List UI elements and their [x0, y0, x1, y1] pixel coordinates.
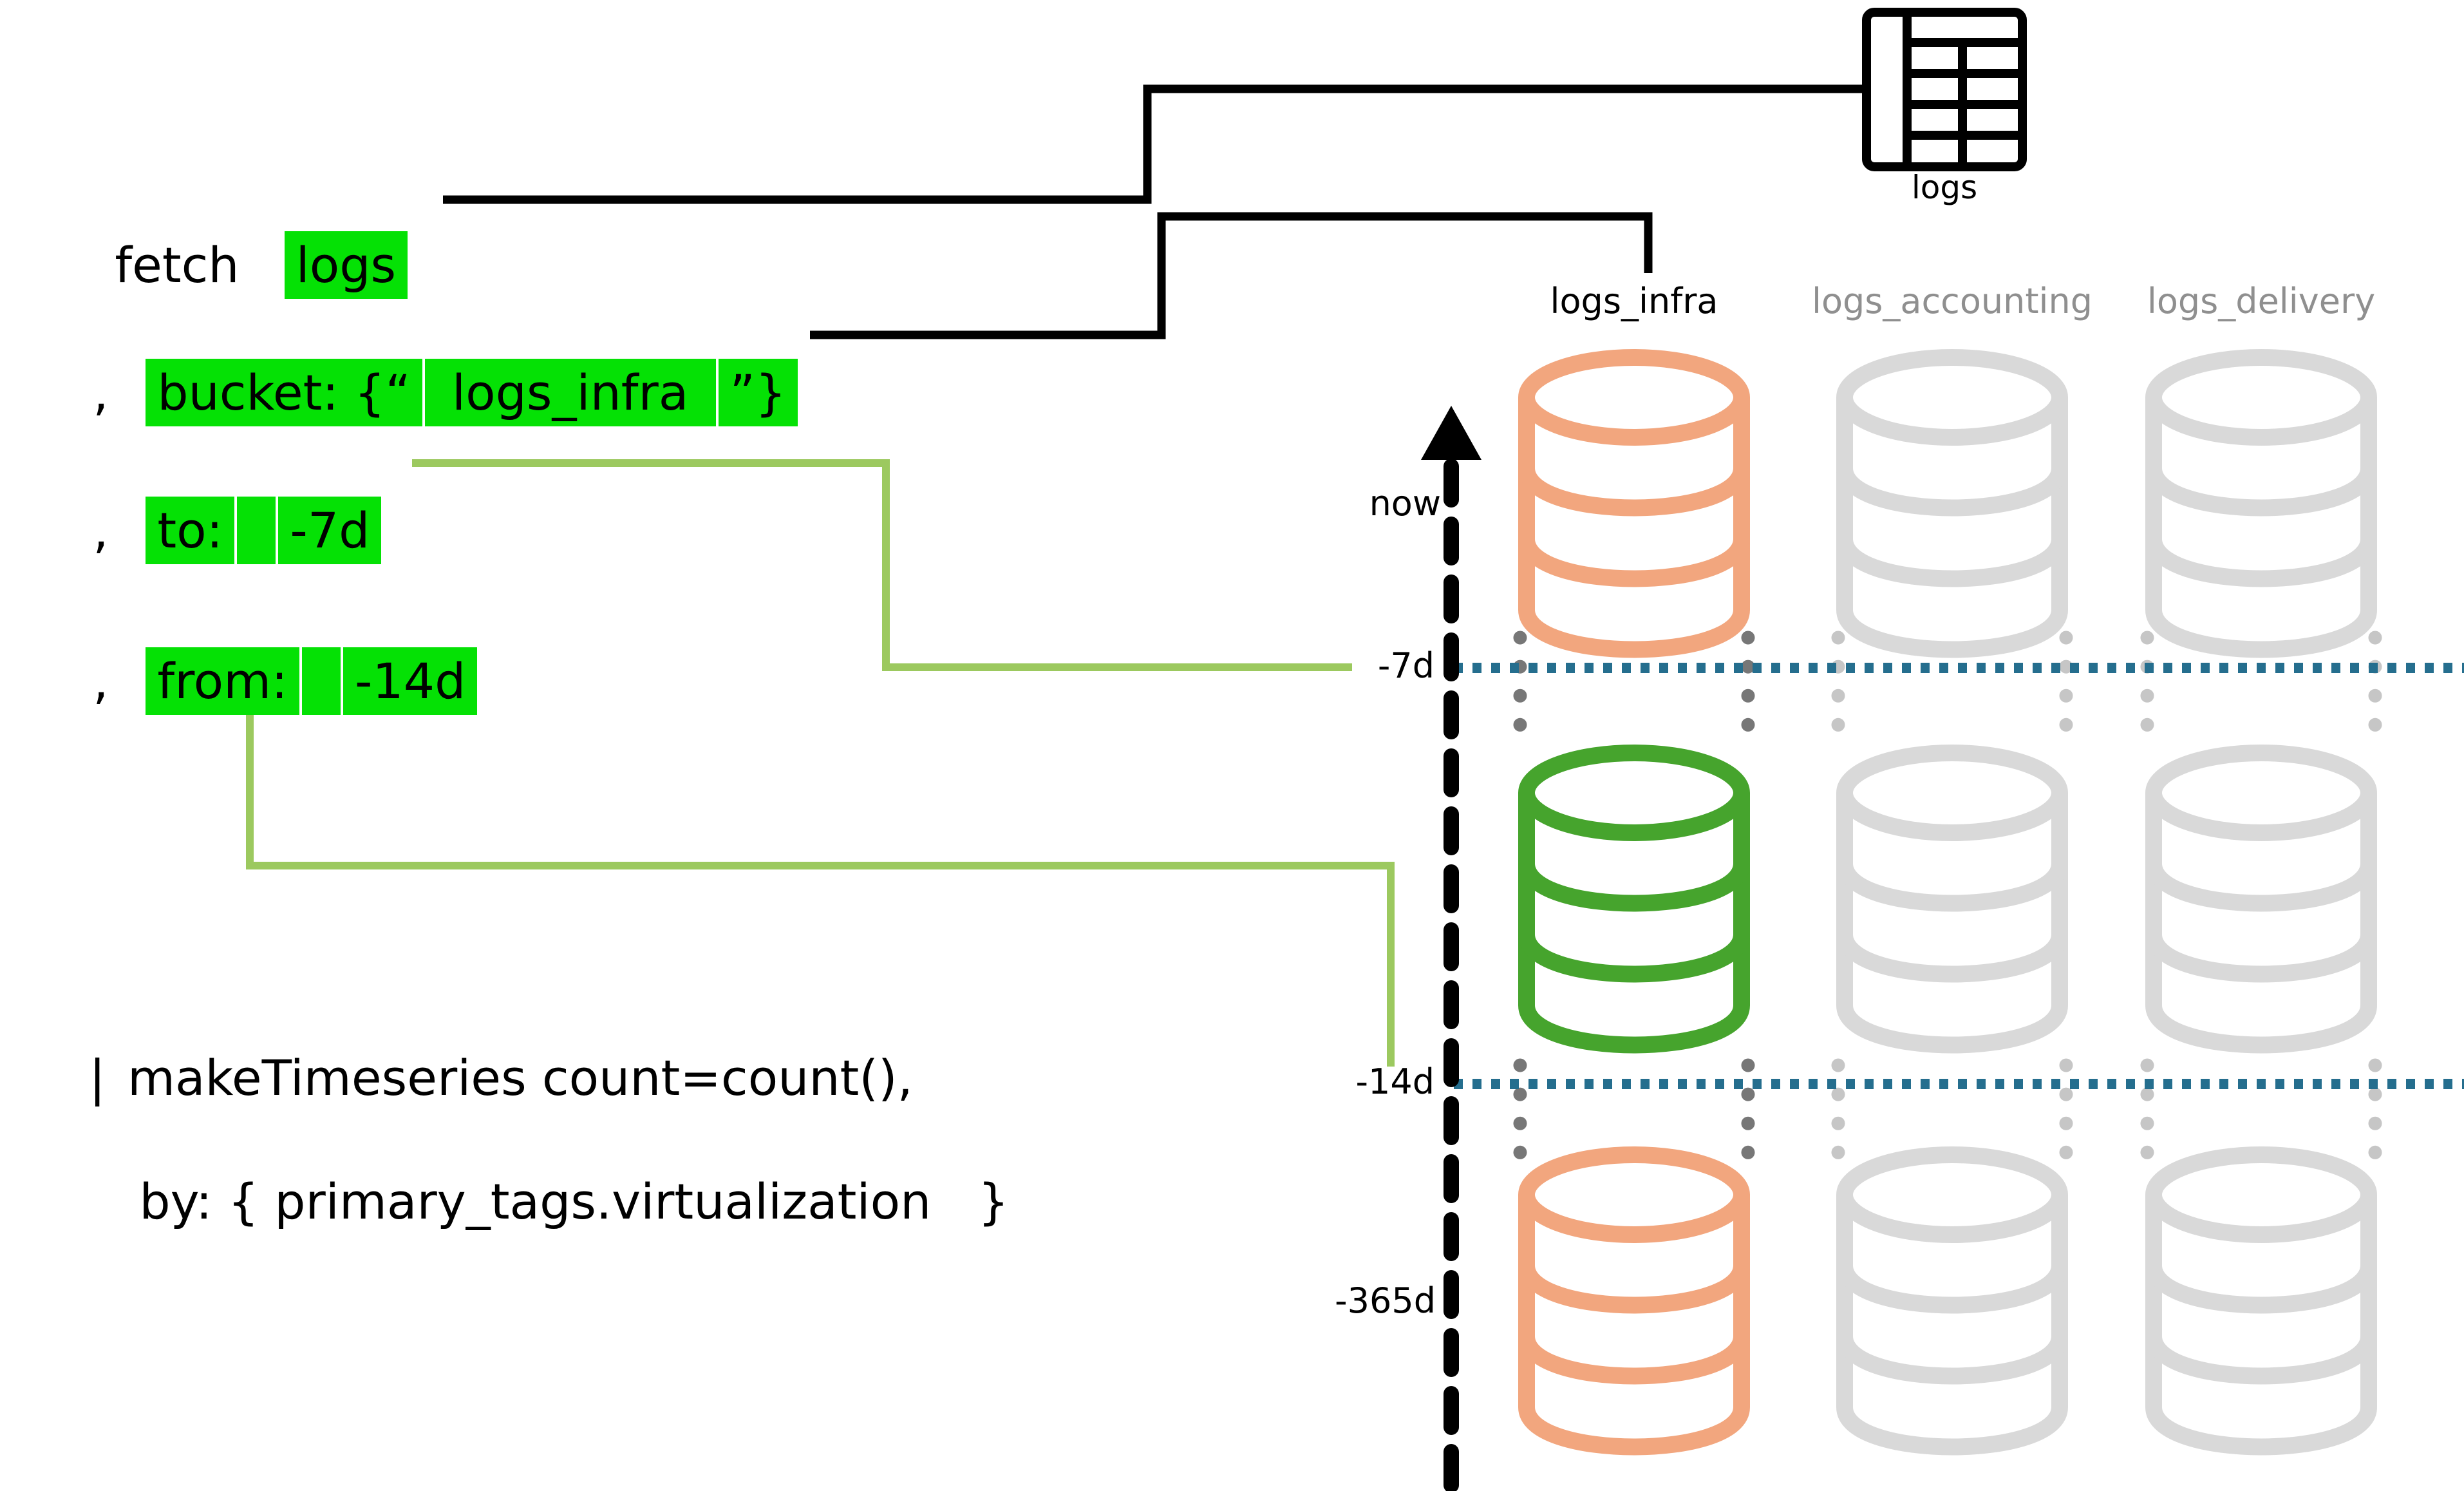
table-icon-label: logs — [1911, 169, 1978, 206]
cylinder-delivery-old — [2154, 1155, 2369, 1447]
cylinder-accounting-mid — [1845, 753, 2060, 1045]
query-line-from: , from: -14d — [62, 581, 478, 715]
time-axis — [1421, 406, 1481, 1491]
query-line-by: by: { primary_tags.virtualization } — [108, 1101, 1009, 1235]
axis-label-14d: -14d — [1355, 1061, 1434, 1102]
to-highlight-3: -7d — [278, 497, 382, 564]
bucket-comma: , — [93, 364, 109, 421]
connector-logs-to-table — [443, 84, 1867, 204]
cylinder-infra-selected — [1527, 753, 1742, 1045]
from-comma: , — [93, 652, 109, 710]
cylinder-accounting-old — [1845, 1155, 2060, 1447]
cylinder-delivery-mid — [2154, 753, 2369, 1045]
bucket-label-logs-infra: logs_infra — [1550, 281, 1718, 321]
time-axis-arrowhead — [1421, 406, 1481, 460]
bucket-column-logs-accounting — [1845, 357, 2060, 1447]
bucket-highlight-3: ”} — [718, 359, 798, 426]
maketimeseries-text: makeTimeseries count=count(), — [127, 1049, 913, 1106]
bucket-label-logs-accounting: logs_accounting — [1811, 281, 2093, 321]
dots-logs-infra — [1513, 631, 1755, 1160]
query-line-maketimeseries: | makeTimeseries count=count(), — [58, 978, 913, 1112]
axis-label-7d: -7d — [1377, 645, 1434, 686]
query-line-to: , to: -7d — [62, 430, 382, 564]
to-comma: , — [93, 502, 109, 559]
dots-logs-accounting — [1831, 631, 2073, 1160]
bucket-highlight-2: logs_infra — [424, 359, 716, 426]
by-text: by: { primary_tags.virtualization } — [139, 1173, 1010, 1230]
connector-to-7d — [412, 459, 1352, 671]
cylinder-delivery-recent — [2154, 357, 2369, 650]
query-line-fetch: fetch logs — [84, 165, 408, 299]
cylinder-infra-recent — [1527, 357, 1742, 650]
bucket-column-logs-infra — [1527, 357, 1742, 1447]
cylinder-accounting-recent — [1845, 357, 2060, 650]
pipe-symbol: | — [89, 1049, 106, 1106]
to-highlight-1: to: — [146, 497, 235, 564]
from-highlight-2 — [301, 647, 341, 715]
bucket-label-logs-delivery: logs_delivery — [2147, 281, 2376, 321]
time-boundary-lines — [1454, 663, 2464, 1089]
axis-label-365d: -365d — [1335, 1280, 1436, 1321]
to-highlight-2 — [237, 497, 276, 564]
bucket-column-logs-delivery — [2154, 357, 2369, 1447]
from-highlight-3: -14d — [343, 647, 478, 715]
table-icon — [1862, 8, 2027, 171]
segment-dots — [1513, 631, 2382, 1160]
query-line-bucket: , bucket: {“ logs_infra ”} — [62, 292, 798, 426]
bucket-highlight-1: bucket: {“ — [146, 359, 422, 426]
fetch-value-highlight: logs — [284, 231, 408, 299]
connector-bucket-to-infra — [810, 212, 1653, 339]
fetch-keyword: fetch — [115, 236, 240, 294]
axis-label-now: now — [1369, 483, 1441, 524]
dots-logs-delivery — [2140, 631, 2382, 1160]
connector-from-14d — [246, 661, 1395, 1067]
cylinder-infra-old — [1527, 1155, 1742, 1447]
from-highlight-1: from: — [146, 647, 299, 715]
